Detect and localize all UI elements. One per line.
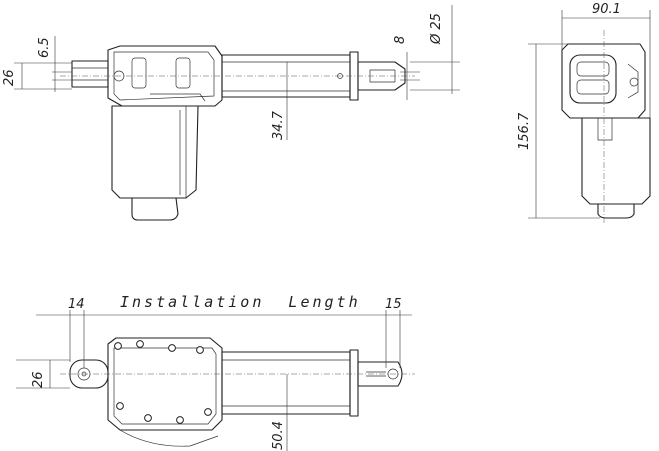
dim-motor-offset: 34.7 <box>271 110 286 140</box>
dim-bottom-mount-height: 26 <box>31 371 46 388</box>
dim-depth: 50.4 <box>271 421 286 450</box>
dim-pin: 8 <box>393 36 408 44</box>
bottom-tube-collar <box>349 349 359 417</box>
dim-left-end: 14 <box>68 297 85 312</box>
installation-length-label: Installation Length <box>120 293 361 311</box>
rod-end <box>357 61 406 91</box>
dim-tube-dia: Ø 25 <box>429 13 444 45</box>
motor-body <box>111 105 199 199</box>
dim-rod-dia: 6.5 <box>37 37 52 58</box>
motor-end-cap <box>131 197 179 221</box>
side-view: 6.5 26 34.7 8 Ø 25 <box>2 5 460 221</box>
dim-width: 90.1 <box>592 2 621 17</box>
bottom-gearbox <box>107 337 223 431</box>
end-housing <box>561 43 646 119</box>
connector-socket <box>569 54 617 104</box>
bottom-view: 14 Installation Length 15 26 50.4 <box>16 293 415 451</box>
end-motor <box>581 117 651 205</box>
bottom-rod-end <box>357 361 403 387</box>
dim-height: 156.7 <box>517 112 532 150</box>
dim-mount-height: 26 <box>2 69 17 86</box>
bottom-outer-tube <box>221 351 351 415</box>
end-view: 90.1 156.7 <box>517 2 651 225</box>
gearbox-housing <box>107 45 223 107</box>
rear-clevis <box>71 60 109 88</box>
dim-right-end: 15 <box>385 297 402 312</box>
